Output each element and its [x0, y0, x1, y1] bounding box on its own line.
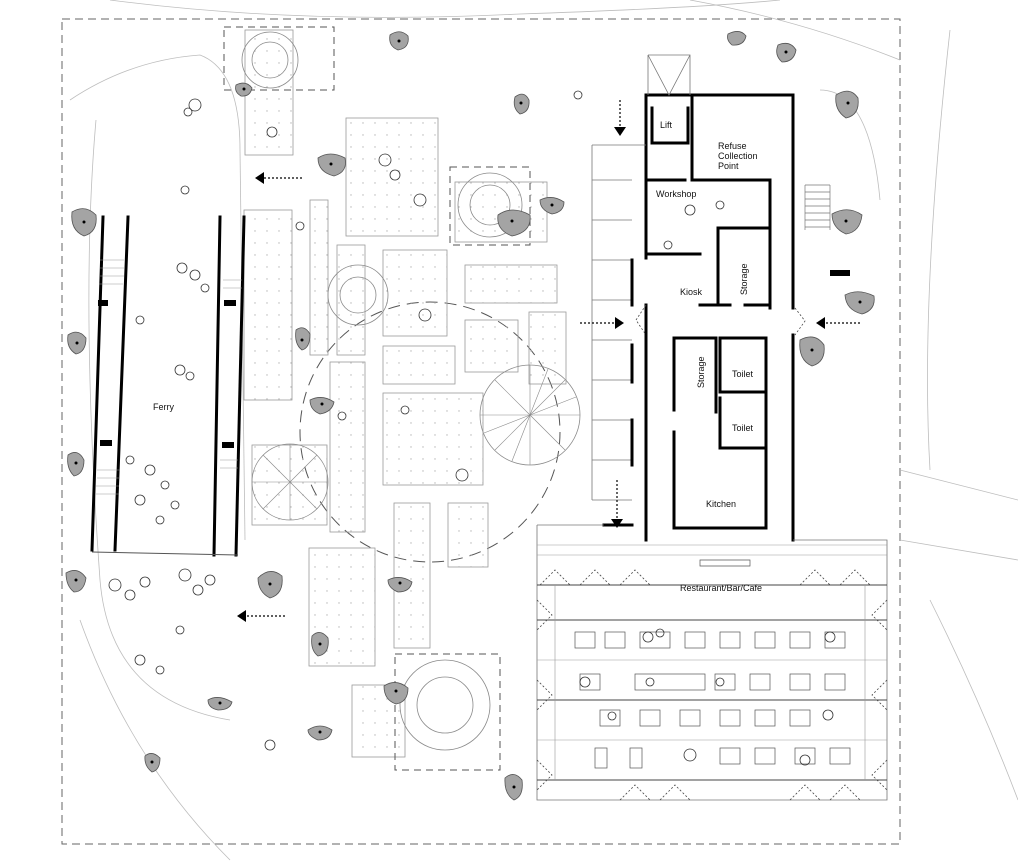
circulation-arrow-icon: [237, 100, 860, 622]
building: [591, 54, 850, 542]
kitchen-label: Kitchen: [706, 499, 736, 509]
site-boundary: [61, 18, 901, 845]
person-icon: [108, 90, 836, 766]
garden-beds: [243, 29, 567, 758]
toilet-lower-label: Toilet: [732, 423, 754, 433]
room-labels: Lift Refuse Collection Point Workshop Ki…: [656, 120, 762, 593]
context-lines: [69, 0, 1018, 861]
refuse-label-line-3: Point: [718, 161, 739, 171]
toilet-upper-label: Toilet: [732, 369, 754, 379]
storage-upper-label: Storage: [739, 263, 749, 295]
workshop-label: Workshop: [656, 189, 696, 199]
ferry-label: Ferry: [153, 402, 174, 412]
storage-lower-label: Storage: [696, 356, 706, 388]
ferry: Ferry: [90, 215, 246, 557]
lift-label: Lift: [660, 120, 673, 130]
kiosk-label: Kiosk: [680, 287, 703, 297]
tree-canopy-icon: [241, 31, 581, 751]
restaurant-area: [536, 304, 888, 801]
boulder-icon: [65, 31, 875, 801]
tree-planters: [223, 26, 531, 771]
refuse-label-line-1: Refuse: [718, 141, 747, 151]
restaurant-label: Restaurant/Bar/Cafe: [680, 583, 762, 593]
refuse-label-line-2: Collection: [718, 151, 758, 161]
